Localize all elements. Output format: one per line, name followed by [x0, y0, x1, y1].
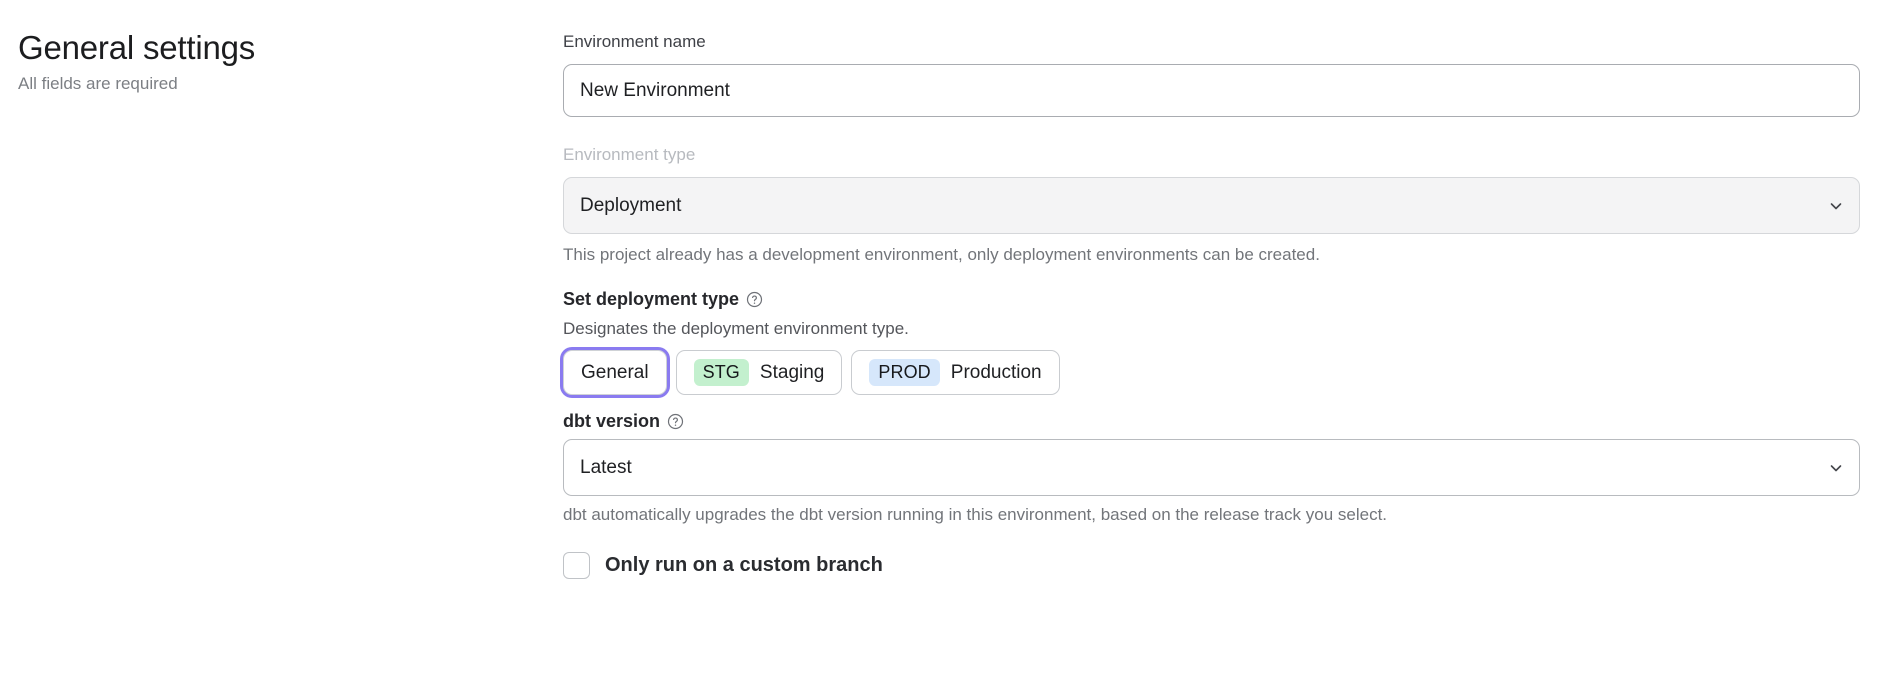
dbt-version-label-row: dbt version [563, 409, 1860, 433]
environment-type-label: Environment type [563, 145, 696, 164]
environment-name-label: Environment name [563, 32, 706, 51]
custom-branch-checkbox[interactable] [563, 552, 590, 579]
custom-branch-label[interactable]: Only run on a custom branch [605, 554, 883, 576]
environment-type-field: Environment type Deployment This project… [563, 143, 1860, 267]
deployment-type-label: Set deployment type [563, 289, 740, 309]
deployment-type-option-staging[interactable]: STG Staging [675, 350, 843, 395]
dbt-version-select-value: Latest [563, 439, 1860, 496]
page-subtitle: All fields are required [18, 74, 178, 93]
environment-name-field: Environment name [563, 30, 1860, 117]
deployment-type-field: Set deployment type Designates the deplo… [563, 287, 1860, 395]
deployment-type-options: General STG Staging PROD Production [563, 350, 1860, 395]
dbt-version-field: dbt version Latest dbt automatically upg… [563, 409, 1860, 527]
dbt-version-label: dbt version [563, 411, 661, 431]
deployment-type-option-general-label: General [581, 361, 649, 383]
deployment-type-option-production-label: Production [950, 361, 1042, 383]
staging-badge: STG [693, 359, 749, 386]
deployment-type-label-row: Set deployment type [563, 287, 1860, 311]
deployment-type-option-general[interactable]: General [563, 350, 667, 395]
deployment-type-option-staging-label: Staging [759, 361, 825, 383]
dbt-version-select[interactable]: Latest [563, 439, 1860, 496]
settings-form: Environment name Environment type Deploy… [563, 18, 1860, 579]
deployment-type-description: Designates the deployment environment ty… [563, 319, 909, 338]
dbt-version-helper: dbt automatically upgrades the dbt versi… [563, 505, 1388, 524]
environment-type-select[interactable]: Deployment [563, 177, 1860, 234]
deployment-type-option-production[interactable]: PROD Production [851, 350, 1060, 395]
environment-type-helper: This project already has a development e… [563, 245, 1320, 264]
section-header: General settings All fields are required [18, 18, 563, 96]
question-circle-icon[interactable] [746, 291, 763, 308]
environment-name-input[interactable] [563, 64, 1860, 117]
production-badge: PROD [869, 359, 940, 386]
custom-branch-row: Only run on a custom branch [563, 552, 1860, 579]
question-circle-icon[interactable] [667, 413, 684, 430]
page-title: General settings [18, 29, 256, 66]
environment-type-select-value: Deployment [563, 177, 1860, 234]
